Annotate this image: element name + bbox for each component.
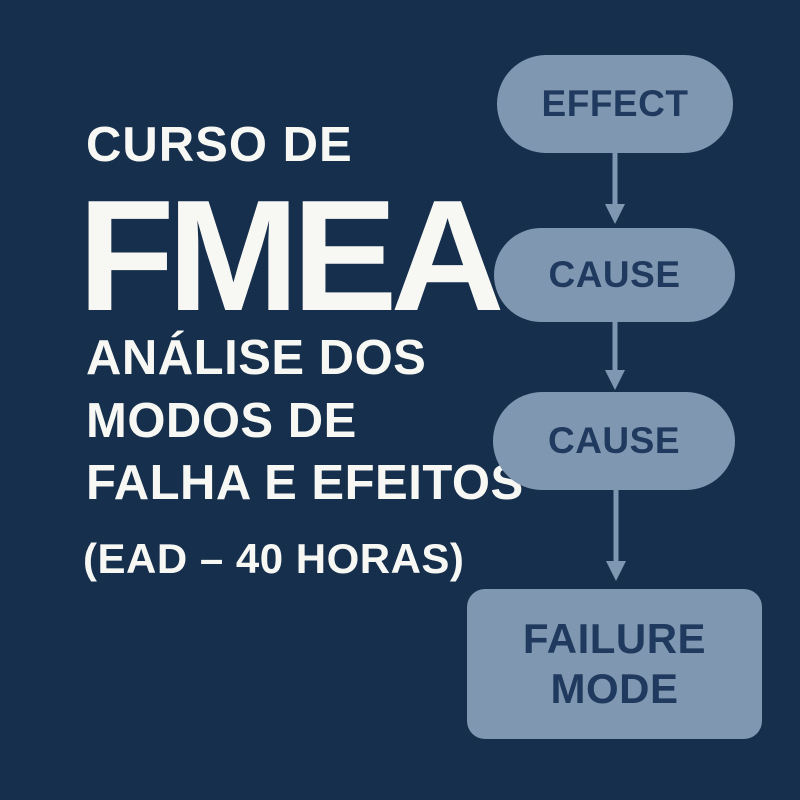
diagram-node-cause-2: CAUSE xyxy=(493,392,735,490)
course-modality: (EAD – 40 HORAS) xyxy=(83,535,465,582)
subtitle-line: FALHA E EFEITOS xyxy=(86,456,524,511)
subtitle-line: ANÁLISE DOS xyxy=(86,331,427,385)
course-kicker: CURSO DE xyxy=(86,118,353,172)
course-subtitle: ANÁLISE DOS MODOS DE FALHA E EFEITOS xyxy=(86,327,524,515)
diagram-node-effect: EFFECT xyxy=(497,55,733,153)
arrow-down-icon xyxy=(606,489,626,581)
arrow-down-icon xyxy=(605,320,625,390)
diagram-node-cause-1: CAUSE xyxy=(494,228,735,322)
arrow-down-icon xyxy=(605,152,625,224)
diagram-node-failure-mode: FAILURE MODE xyxy=(467,589,762,739)
subtitle-line: MODOS DE xyxy=(86,393,357,448)
course-title: FMEA xyxy=(78,168,505,344)
